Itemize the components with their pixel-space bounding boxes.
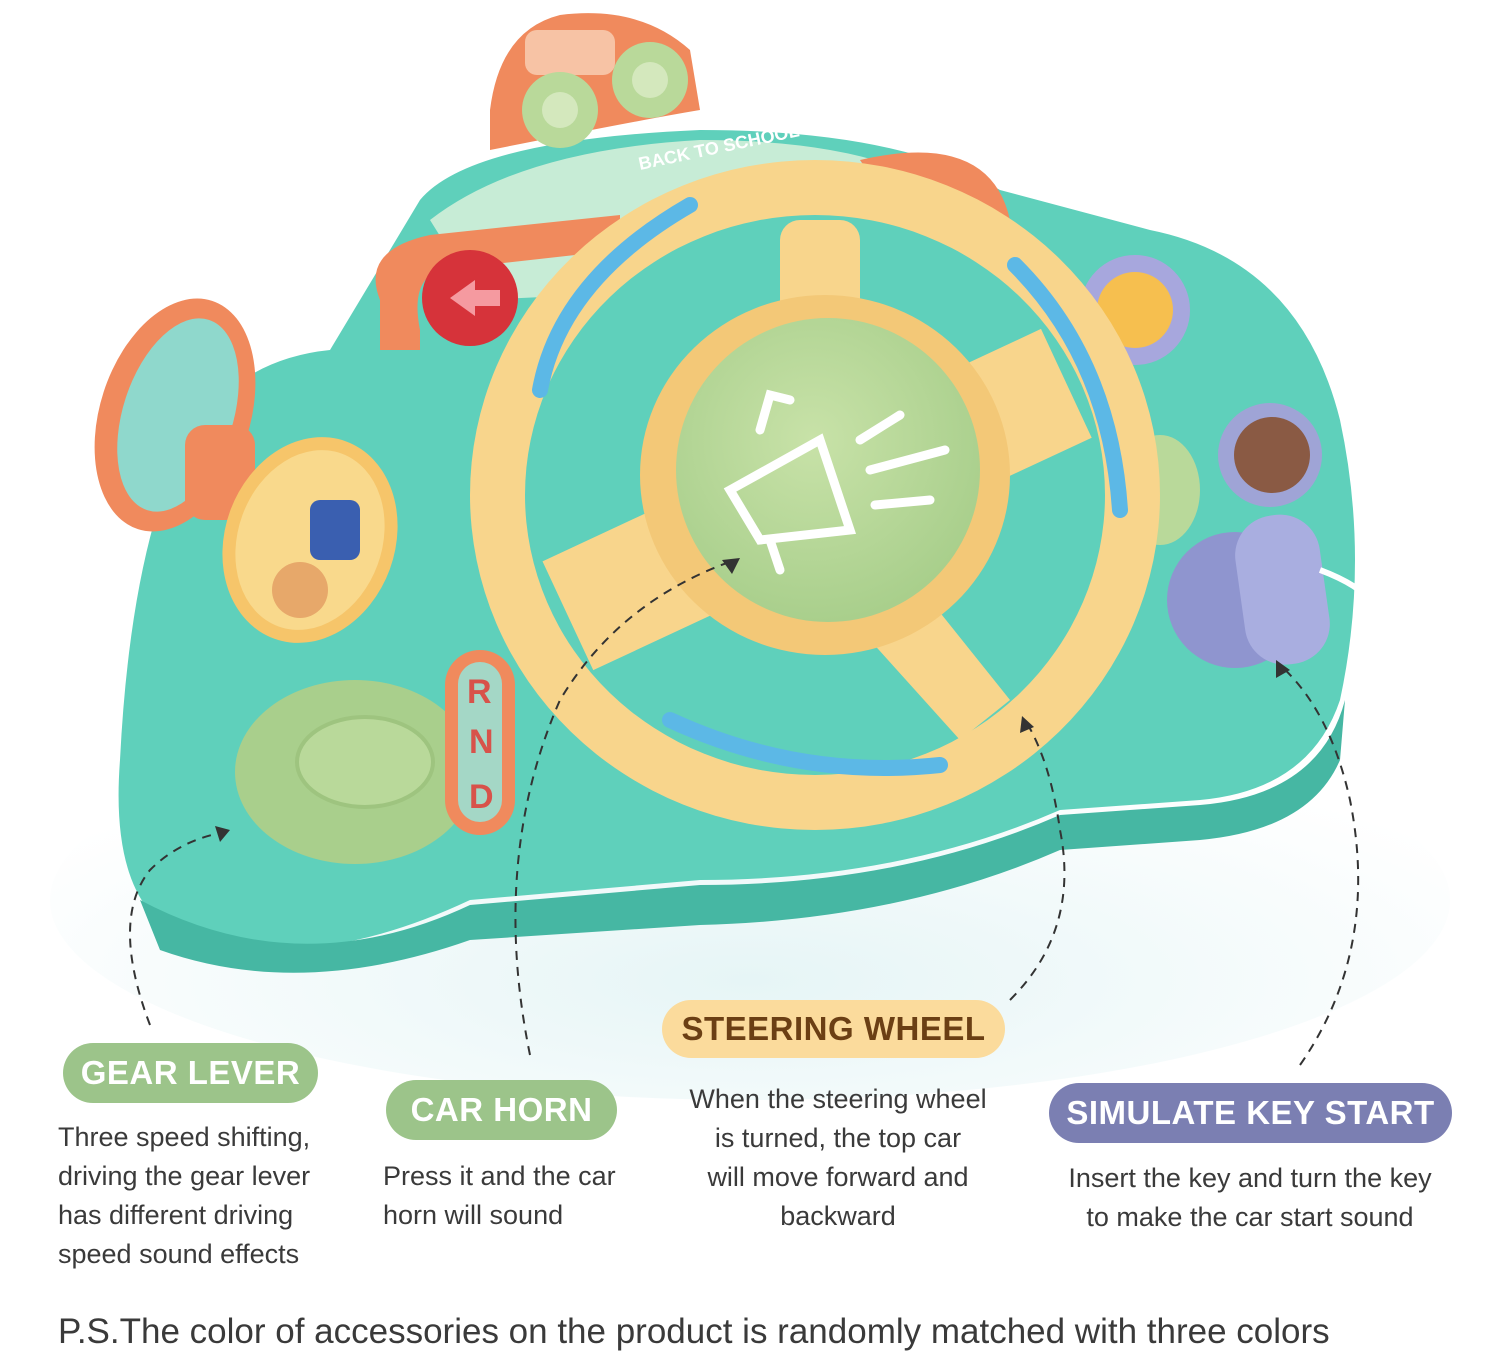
gear-letter-d: D [469,778,494,816]
badge-car-horn: CAR HORN [386,1080,617,1140]
top-car [490,13,700,150]
desc-simulate-key-start: Insert the key and turn the key to make … [1068,1163,1432,1232]
ignition-key [1167,514,1431,703]
badge-steering-wheel: STEERING WHEEL [662,1000,1005,1058]
footnote: P.S.The color of accessories on the prod… [58,1312,1330,1351]
side-mirror [94,298,256,532]
gear-letter-r: R [467,673,492,711]
megaphone-icon [723,389,950,575]
steering-wheel [470,160,1160,830]
badge-gear-lever: GEAR LEVER [63,1043,318,1103]
desc-gear-lever: Three speed shifting, driving the gear l… [58,1122,311,1269]
product-illustration: BACK TO SCHOOL R N D [50,13,1450,1100]
arrow-heads [215,558,1290,842]
gear-lever: R N D [235,650,515,864]
gear-letter-n: N [469,723,494,761]
desc-steering-wheel: When the steering wheel is turned, the t… [689,1084,987,1231]
desc-car-horn: Press it and the car horn will sound [383,1161,616,1230]
callout-arrows [129,559,1360,1066]
badge-simulate-key-start: SIMULATE KEY START [1049,1083,1452,1143]
